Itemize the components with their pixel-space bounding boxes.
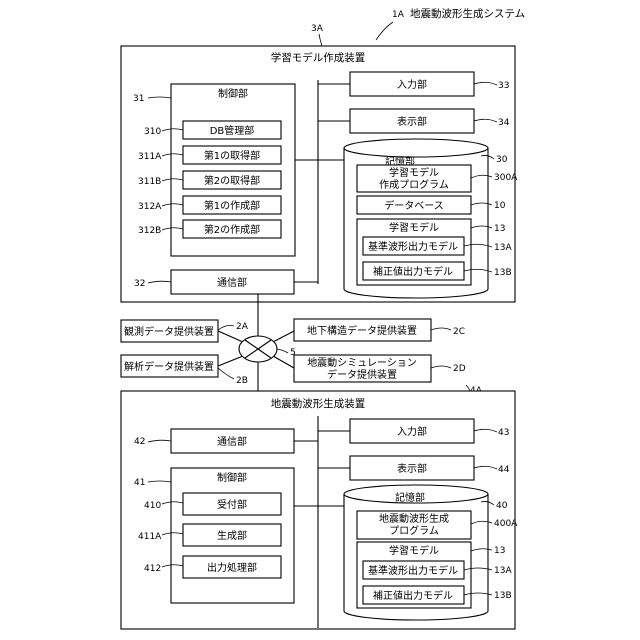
system-leader [376, 22, 393, 40]
system-title: 地震動波形生成システム [410, 7, 525, 20]
seismic-waveform-generation-device: 4A 地震動波形生成装置 通信部 42 制御部 41 受付部 410 生成部 [121, 385, 518, 629]
unit-ref: 310 [144, 127, 161, 137]
upper-base-model-label: 基準波形出力モデル [368, 240, 458, 253]
lower-input-label: 入力部 [397, 425, 427, 438]
lower-program-line2: プログラム [389, 524, 439, 537]
provider-ref: 2A [236, 322, 249, 332]
upper-model-ref: 13 [494, 224, 505, 234]
unit-label: 生成部 [217, 529, 247, 542]
underground-structure-data-provider: 地下構造データ提供装置 2C [294, 319, 465, 341]
unit-label: DB管理部 [210, 124, 255, 137]
lower-base-model-ref: 13A [494, 566, 512, 576]
lower-control-label: 制御部 [217, 471, 247, 484]
upper-device-ref: 3A [311, 24, 324, 34]
unit-ref: 311A [138, 152, 162, 162]
provider-label: 解析データ提供装置 [124, 360, 214, 373]
upper-program-line2: 作成プログラム [379, 178, 449, 191]
unit-label: 第1の取得部 [204, 149, 260, 162]
system-ref: 1A [392, 10, 405, 20]
unit-ref: 410 [144, 501, 161, 511]
seismic-simulation-data-provider: 地震動シミュレーション データ提供装置 2D [294, 355, 466, 382]
network-node [239, 336, 277, 362]
provider-ref: 2C [453, 327, 465, 337]
lower-storage-ref: 40 [496, 501, 508, 511]
upper-storage-ref: 30 [496, 155, 508, 165]
learning-model-creation-device: 3A 学習モデル作成装置 制御部 31 DB管理部 310 第1の取得部 311… [121, 24, 518, 302]
upper-program-ref: 300A [494, 173, 518, 183]
lower-device-title: 地震動波形生成装置 [271, 397, 366, 410]
lower-model-ref: 13 [494, 546, 505, 556]
unit-label: 受付部 [217, 498, 247, 511]
upper-program-line1: 学習モデル [389, 166, 439, 179]
unit-ref: 412 [144, 564, 161, 574]
provider-line1: 地震動シミュレーション [307, 356, 417, 369]
upper-control-label: 制御部 [218, 87, 248, 100]
lower-display-label: 表示部 [397, 462, 427, 475]
provider-line2: データ提供装置 [327, 368, 397, 381]
lower-storage-label: 記憶部 [395, 491, 425, 504]
provider-ref: 2D [453, 364, 466, 374]
unit-label: 出力処理部 [207, 561, 257, 574]
provider-ref: 2B [236, 376, 248, 386]
provider-label: 観測データ提供装置 [124, 325, 214, 338]
upper-control-ref: 31 [133, 94, 144, 104]
unit-label: 第2の作成部 [204, 223, 260, 236]
upper-database-ref: 10 [494, 201, 506, 211]
upper-comm-ref: 32 [134, 279, 145, 289]
unit-label: 第1の作成部 [204, 199, 260, 212]
unit-ref: 411A [138, 532, 162, 542]
upper-display-label: 表示部 [397, 115, 427, 128]
lower-comm-ref: 42 [134, 437, 145, 447]
lower-display-ref: 44 [498, 465, 510, 475]
lower-corr-model-label: 補正値出力モデル [373, 589, 453, 602]
lower-input-ref: 43 [498, 428, 509, 438]
upper-model-label: 学習モデル [389, 221, 439, 234]
upper-corr-model-label: 補正値出力モデル [373, 265, 453, 278]
provider-label: 地下構造データ提供装置 [307, 324, 417, 337]
lower-program-line1: 地震動波形生成 [379, 512, 449, 525]
upper-device-leader [319, 34, 322, 46]
unit-label: 第2の取得部 [204, 174, 260, 187]
lower-base-model-label: 基準波形出力モデル [368, 564, 458, 577]
lower-corr-model-ref: 13B [494, 591, 512, 601]
upper-comm-label: 通信部 [217, 276, 247, 289]
unit-ref: 312B [138, 226, 161, 236]
upper-database-label: データベース [384, 199, 444, 212]
lower-program-ref: 400A [494, 519, 518, 529]
upper-base-model-ref: 13A [494, 243, 512, 253]
analysis-data-provider: 解析データ提供装置 2B [121, 355, 248, 386]
system-header: 1A 地震動波形生成システム [376, 7, 525, 40]
upper-display-ref: 34 [498, 118, 510, 128]
upper-device-title: 学習モデル作成装置 [271, 51, 366, 64]
unit-ref: 312A [138, 202, 162, 212]
lower-model-label: 学習モデル [389, 544, 439, 557]
upper-input-label: 入力部 [397, 78, 427, 91]
upper-input-ref: 33 [498, 81, 509, 91]
unit-ref: 311B [138, 177, 161, 187]
upper-corr-model-ref: 13B [494, 268, 512, 278]
observation-data-provider: 観測データ提供装置 2A [121, 320, 249, 342]
lower-comm-label: 通信部 [217, 435, 247, 448]
lower-control-ref: 41 [134, 478, 145, 488]
